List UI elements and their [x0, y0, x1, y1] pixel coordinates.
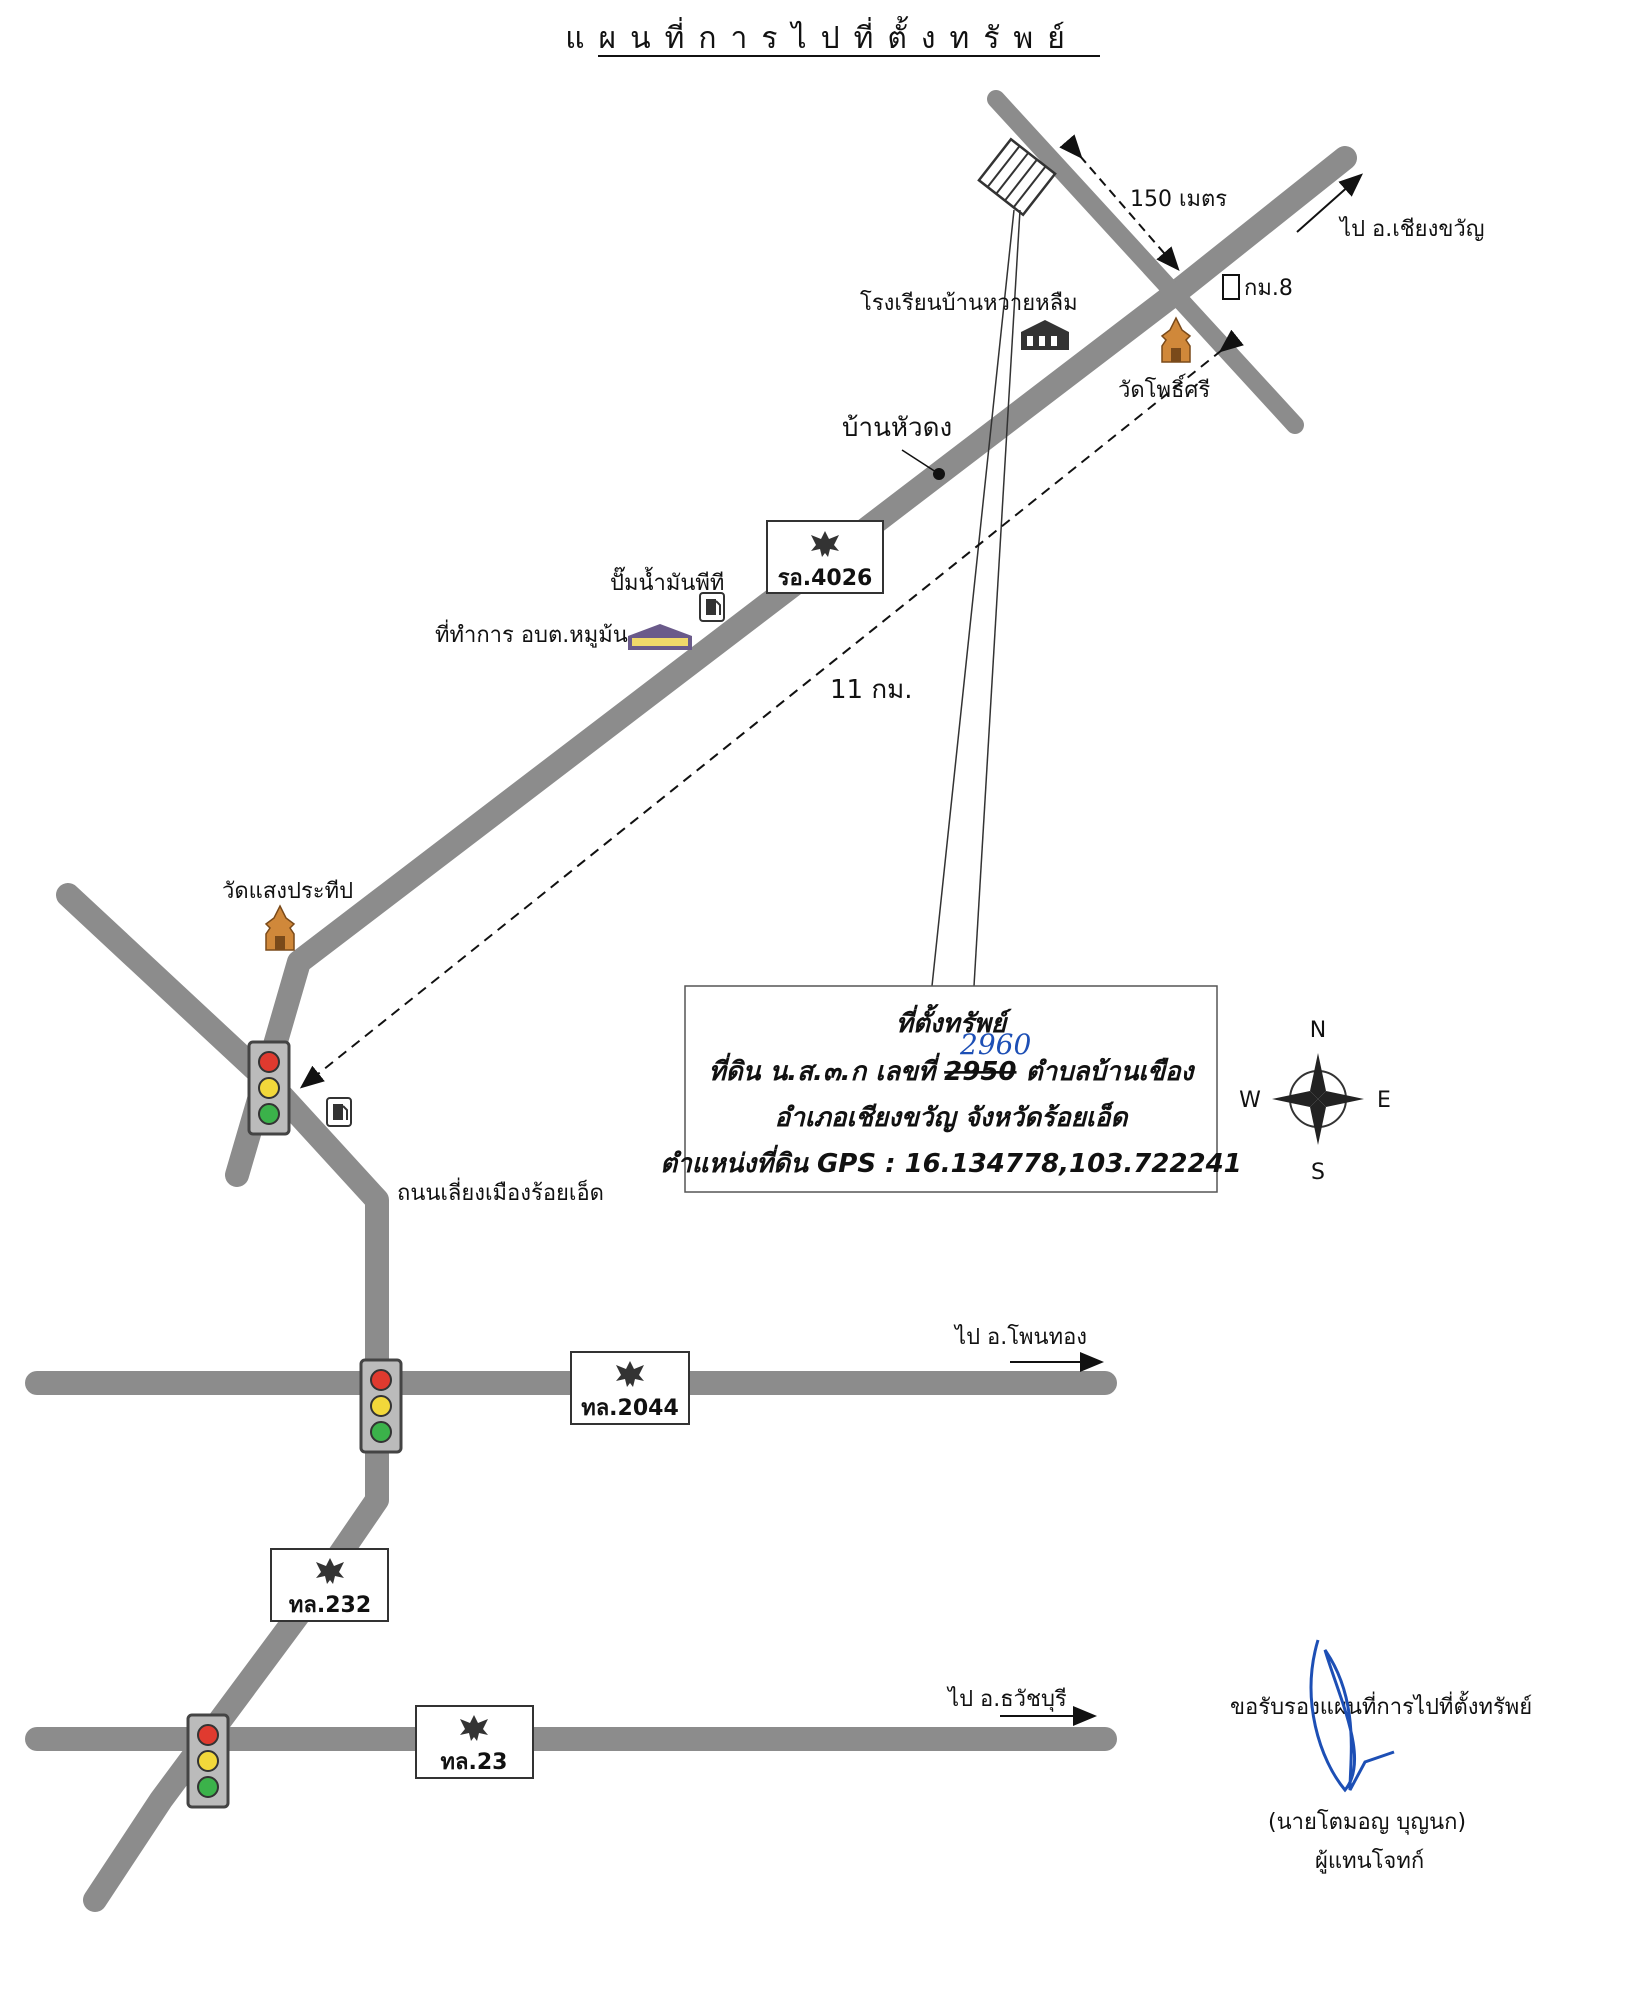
compass-rose: N S E W [1239, 1018, 1391, 1185]
village-pointer [901, 449, 937, 473]
svg-text:ทล.2044: ทล.2044 [581, 1396, 679, 1421]
sao-office-icon [628, 624, 692, 650]
map-title: แผนที่การไปที่ตั้งทรัพย์ [565, 16, 1079, 56]
info-line-3: ตำแหน่งที่ดิน GPS : 16.134778,103.722241 [660, 1144, 1242, 1179]
temple-pho-si-label: วัดโพธิ์ศรี [1118, 374, 1210, 403]
fuel-icon [326, 1097, 352, 1127]
deed-number-handwritten: 2960 [959, 1028, 1031, 1061]
info-line-1: ที่ดิน น.ส.๓.ก เลขที่ 2950 ตำบลบ้านเขือง [709, 1052, 1196, 1087]
signer-role: ผู้แทนโจทก์ [1315, 1848, 1424, 1874]
km-marker-label: กม.8 [1244, 276, 1293, 301]
school-label: โรงเรียนบ้านหวายหลืม [860, 290, 1078, 316]
svg-text:ทล.23: ทล.23 [441, 1750, 508, 1775]
svg-text:ทล.232: ทล.232 [289, 1593, 371, 1618]
compass-w: W [1239, 1088, 1261, 1113]
route-shield-4026: รอ.4026 [766, 520, 884, 594]
route-shield-2044: ทล.2044 [570, 1351, 690, 1425]
compass-s: S [1311, 1160, 1325, 1185]
label-to-chiang-khwan: ไป อ.เชียงขวัญ [1338, 216, 1484, 242]
svg-text:รอ.4026: รอ.4026 [778, 566, 873, 591]
signer-name: (นายโตมอญ บุญนก) [1268, 1809, 1466, 1835]
distance-11km-label: 11 กม. [830, 675, 913, 705]
certification-text: ขอรับรองแผนที่การไปที่ตั้งทรัพย์ [1230, 1691, 1532, 1720]
property-plot [977, 137, 1057, 217]
info-heading: ที่ตั้งทรัพย์ [896, 1003, 1012, 1039]
signature [1309, 1639, 1395, 1793]
traffic-light-icon [359, 1358, 403, 1454]
traffic-light-icon [186, 1713, 230, 1809]
distance-150m-label: 150 เมตร [1130, 187, 1227, 212]
route-shield-232: ทล.232 [270, 1548, 389, 1622]
leader-line-left [931, 209, 1015, 987]
arrow-to-chiang-khwan [1296, 173, 1363, 233]
deed-number-struck: 2950 [944, 1057, 1016, 1087]
label-to-phon-thong: ไป อ.โพนทอง [953, 1324, 1087, 1350]
sao-office-label: ที่ทำการ อบต.หมูม้น [435, 619, 628, 648]
km-marker-icon [1222, 274, 1240, 300]
distance-11km-arrow [299, 329, 1244, 1089]
label-to-thawatchaburi: ไป อ.ธวัชบุรี [946, 1686, 1067, 1712]
compass-e: E [1377, 1088, 1391, 1113]
traffic-light-icon [247, 1040, 291, 1136]
temple-saeng-icon [265, 905, 295, 951]
bypass-road-label: ถนนเลี่ยงเมืองร้อยเอ็ด [397, 1177, 604, 1206]
temple-saeng-label: วัดแสงประทีป [222, 879, 353, 904]
route-shield-23: ทล.23 [415, 1705, 534, 1779]
village-label: บ้านหัวดง [842, 413, 952, 443]
distance-150m-arrow [1059, 134, 1180, 272]
leader-line-right [973, 209, 1021, 987]
school-icon [1021, 320, 1069, 350]
property-info-box: ที่ตั้งทรัพย์ ที่ดิน น.ส.๓.ก เลขที่ 2950… [660, 985, 1242, 1193]
temple-pho-si-icon [1161, 317, 1191, 363]
compass-n: N [1310, 1018, 1326, 1043]
fuel-icon [699, 592, 725, 622]
village-dot [933, 468, 945, 480]
info-line-2: อำเภอเชียงขวัญ จังหวัดร้อยเอ็ด [775, 1101, 1130, 1133]
road-side [987, 90, 1304, 434]
gas-station-label: ปั๊มน้ำมันพีที [610, 566, 724, 596]
